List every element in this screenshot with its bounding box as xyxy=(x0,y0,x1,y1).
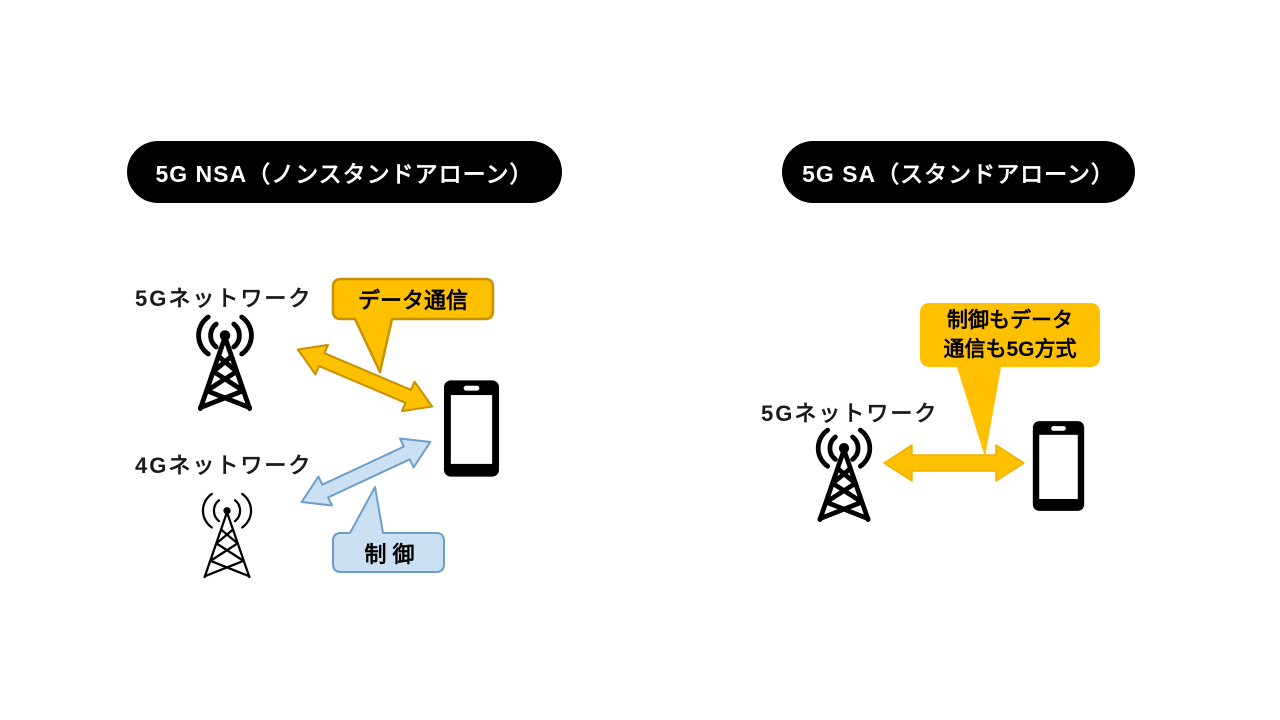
control-callout-bubble xyxy=(332,486,445,573)
4g-antenna-tower-icon xyxy=(201,492,253,579)
sa-antenna-tower-icon xyxy=(815,427,873,522)
data-double-arrow xyxy=(296,343,434,413)
nsa-4g-network-label: 4Gネットワーク xyxy=(135,453,313,478)
sa-5g-network-label: 5Gネットワーク xyxy=(761,401,939,426)
sa-smartphone-icon xyxy=(1032,421,1085,511)
nsa-5g-network-label: 5Gネットワーク xyxy=(135,286,313,311)
sa-panel: 5G SA（スタンドアローン） 5Gネットワーク 制御もデータ 通信も5G方式 xyxy=(640,0,1280,720)
control-callout-label: 制 御 xyxy=(364,541,415,567)
nsa-panel: 5G NSA（ノンスタンドアローン） 5Gネットワーク 4Gネットワーク xyxy=(127,141,562,579)
sa-header-label: 5G SA（スタンドアローン） xyxy=(802,161,1115,187)
sa-callout-label: 制御もデータ 通信も5G方式 xyxy=(943,309,1077,361)
nsa-header-pill: 5G NSA（ノンスタンドアローン） xyxy=(127,141,562,203)
sa-double-arrow xyxy=(883,444,1025,482)
data-callout-bubble xyxy=(331,277,495,374)
nsa-header-label: 5G NSA（ノンスタンドアローン） xyxy=(155,161,534,187)
control-double-arrow xyxy=(300,437,432,507)
5g-antenna-tower-icon xyxy=(196,314,254,411)
sa-callout-bubble xyxy=(920,303,1100,457)
sa-header-pill: 5G SA（スタンドアローン） xyxy=(782,141,1135,203)
data-callout-label: データ通信 xyxy=(357,288,468,313)
nsa-smartphone-icon xyxy=(443,380,500,477)
